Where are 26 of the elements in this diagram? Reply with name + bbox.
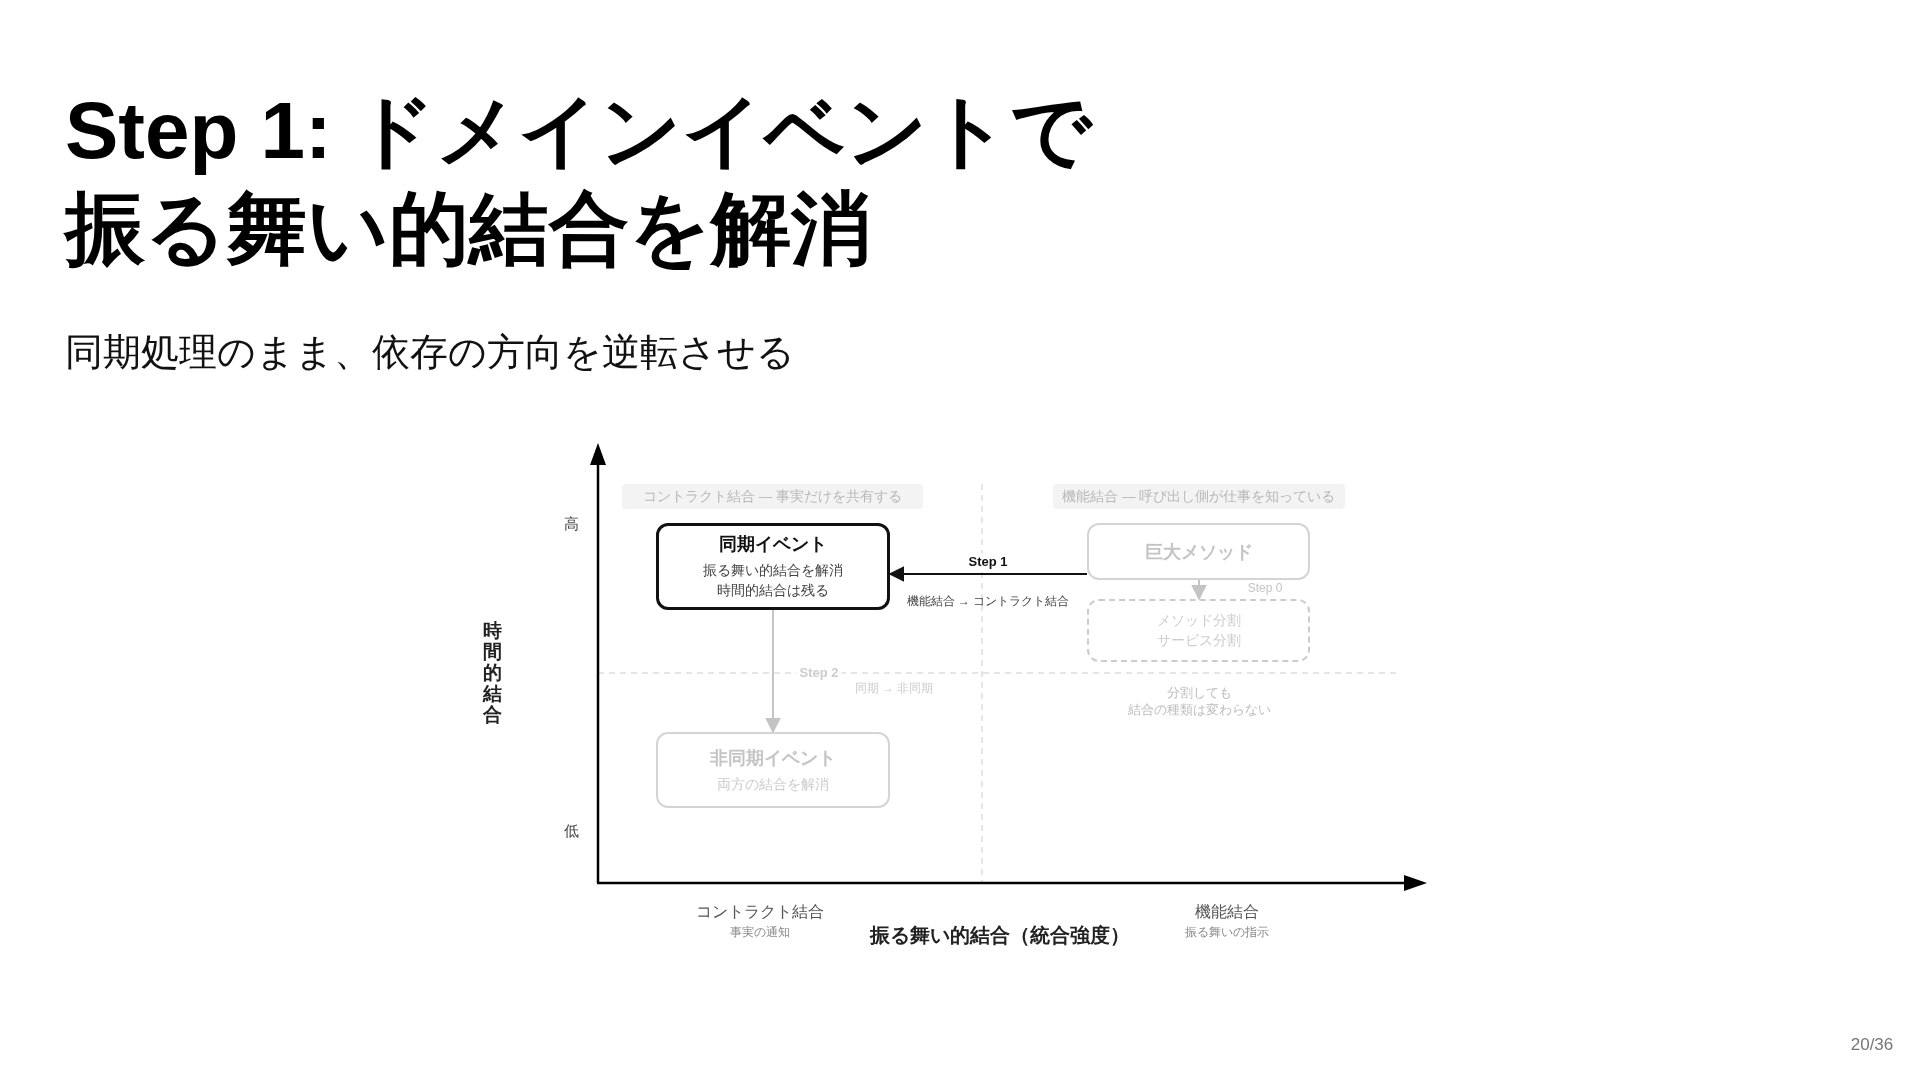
split-box	[1087, 599, 1310, 662]
axis-tick-label: 高	[563, 514, 579, 534]
arrow	[888, 566, 1088, 582]
edge-note: 機能結合 → コントラクト結合	[906, 592, 1070, 610]
axis-title: 時間的結合	[482, 620, 502, 726]
slide-title: Step 1: ドメインイベントで振る舞い的結合を解消	[65, 85, 1094, 275]
axis-tick-label: 低	[563, 821, 579, 841]
arrow	[765, 609, 781, 734]
axis-title: 振る舞い的結合（統合強度）	[870, 922, 1130, 948]
box-text: 巨大メソッド	[1144, 540, 1253, 564]
subtitle: 同期処理のまま、依存の方向を逆転させる	[65, 329, 795, 375]
box-text: 振る舞い的結合を解消時間的結合は残る	[703, 562, 843, 600]
axis-tick-note: 振る舞いの指示	[1185, 923, 1269, 941]
process-box	[656, 732, 890, 808]
quadrant-note: 結合の種類は変わらない	[1127, 701, 1271, 719]
edge-label: Step 1	[965, 553, 1011, 569]
axis-tick-note: 事実の通知	[730, 923, 790, 941]
arrow	[1191, 579, 1207, 601]
event-box	[656, 523, 890, 610]
process-box	[1087, 523, 1310, 580]
page-number: 20/36	[1850, 1035, 1894, 1055]
box-title: 同期イベント	[719, 533, 827, 557]
axis-tick-label: コントラクト結合	[696, 901, 824, 922]
quadrant-note: 分割しても	[1166, 684, 1232, 702]
box-title: 非同期イベント	[710, 746, 836, 770]
axis-tick-label: 機能結合	[1195, 901, 1259, 922]
